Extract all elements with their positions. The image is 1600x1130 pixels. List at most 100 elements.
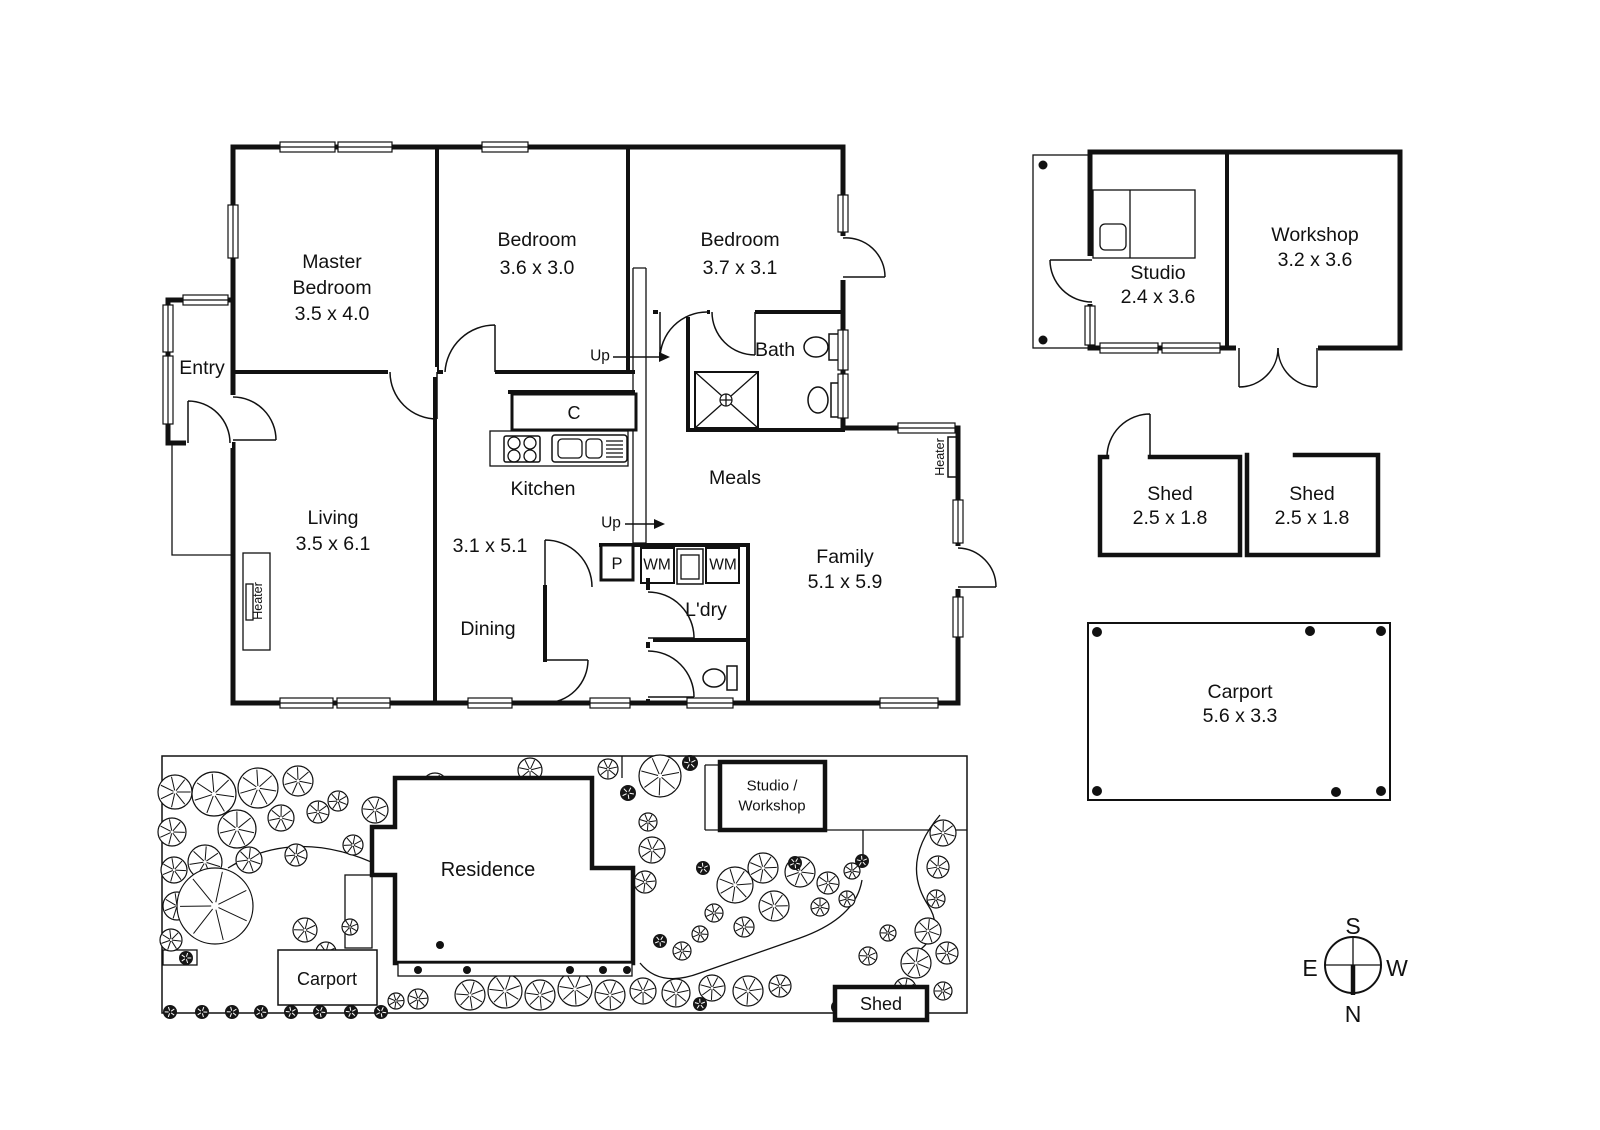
pantry-box [599,543,635,582]
living-hall-door [389,371,438,420]
washing-machine-1 [640,547,675,584]
kitchen-label: Kitchen [510,478,575,500]
window-symbol [279,141,336,153]
window-symbol [337,141,393,153]
tree-icon [929,819,957,847]
shed-right-label: Shed [1289,483,1335,505]
compass-north: N [1345,1001,1362,1027]
wm2-label: WM [709,557,737,574]
bush-icon [195,1005,209,1019]
outbuilding-walls [1087,149,1403,351]
site-carport-outline [277,949,378,1006]
windows-layer [162,141,1221,709]
tree-icon [638,812,658,832]
residence-label: Residence [441,859,536,881]
family-bottom-door [544,659,589,704]
bedroom3-external-door [842,237,886,278]
tree-icon [597,758,619,780]
kitchen-bench [489,430,629,467]
tree-icon [672,941,692,961]
wc-toilet-icon [702,665,738,691]
window-symbol [1161,342,1221,354]
studio-workshop-plan: Studio 2.4 x 3.6 Workshop 3.2 x 3.6 [1032,149,1403,388]
main-floor-plan: Master Bedroom 3.5 x 4.0 Bedroom 3.6 x 3… [165,144,997,706]
tree-icon [387,992,405,1010]
bedroom3-dims: 3.7 x 3.1 [703,257,778,279]
tree-icon [816,871,840,895]
bush-icon [284,1005,298,1019]
living-heater-label: Heater [251,582,265,620]
bush-icon [693,997,707,1011]
door-openings [186,236,963,699]
tree-icon [879,924,897,942]
washing-machine-2 [705,547,740,584]
tree-icon [217,809,257,849]
bush-icon [682,755,698,771]
window-symbol [467,697,513,709]
shed-right-dims: 2.5 x 1.8 [1275,507,1350,529]
tree-icon [698,974,726,1002]
bath-door [711,311,756,356]
window-symbol [897,422,956,434]
carport-outline [1087,622,1391,801]
porch-post [1038,160,1048,170]
sink-icon [551,434,628,463]
entry-front-door [187,400,231,444]
living-label: Living [308,507,359,529]
door-swings [187,237,997,704]
tree-icon [306,800,330,824]
tree-icon [157,774,193,810]
tree-icon [691,925,709,943]
bath-fixtures [694,333,844,429]
tree-icon [732,975,764,1007]
wc-door [647,650,695,698]
site-plan: Residence Carport Studio / Workshop Shed [157,754,968,1023]
studio-porch [1032,154,1091,349]
tree-icon [933,981,953,1001]
window-symbol [481,141,529,153]
window-symbol [837,194,849,233]
wm1-label: WM [643,557,671,574]
bush-icon [344,1005,358,1019]
window-symbol [1084,305,1096,346]
laundry-door [647,591,695,639]
window-symbol [589,697,631,709]
entry-label: Entry [179,357,225,379]
up-arrow-2-head [654,519,665,529]
kitchen-fixtures [489,392,638,582]
shed-right-walls [1244,452,1381,558]
window-symbol [279,697,334,709]
tree-icon [159,928,183,952]
tree-icon [768,974,792,998]
pantry-label: P [611,555,622,573]
tree-icon [407,988,429,1010]
bush-icon [313,1005,327,1019]
tree-icon [235,846,263,874]
family-external-door [957,547,997,588]
laundry-label: L'dry [685,599,727,621]
stove-icon [503,435,541,463]
bedroom2-label: Bedroom [497,229,576,251]
bedroom2-door [444,324,496,373]
tree-icon [900,947,932,979]
tree-icon [638,836,666,864]
living-dims: 3.5 x 6.1 [296,533,371,555]
compass-rose: S E W N [1302,913,1408,1027]
tree-icon [935,941,959,965]
tree-icon [327,790,349,812]
window-symbol [182,294,229,306]
site-shed-label: Shed [860,994,902,1014]
bedroom3-door [659,311,708,360]
family-dims: 5.1 x 5.9 [808,571,883,593]
meals-label: Meals [709,467,761,489]
workshop-dims: 3.2 x 3.6 [1278,249,1353,271]
tree-icon [361,796,389,824]
workshop-double-door-left [1238,347,1279,388]
site-studio-workshop-label-1: Studio / [747,778,799,795]
site-carport-label: Carport [297,969,357,989]
studio-label: Studio [1130,262,1185,284]
site-studio-workshop-label-2: Workshop [738,798,805,815]
porch-post [1038,335,1048,345]
